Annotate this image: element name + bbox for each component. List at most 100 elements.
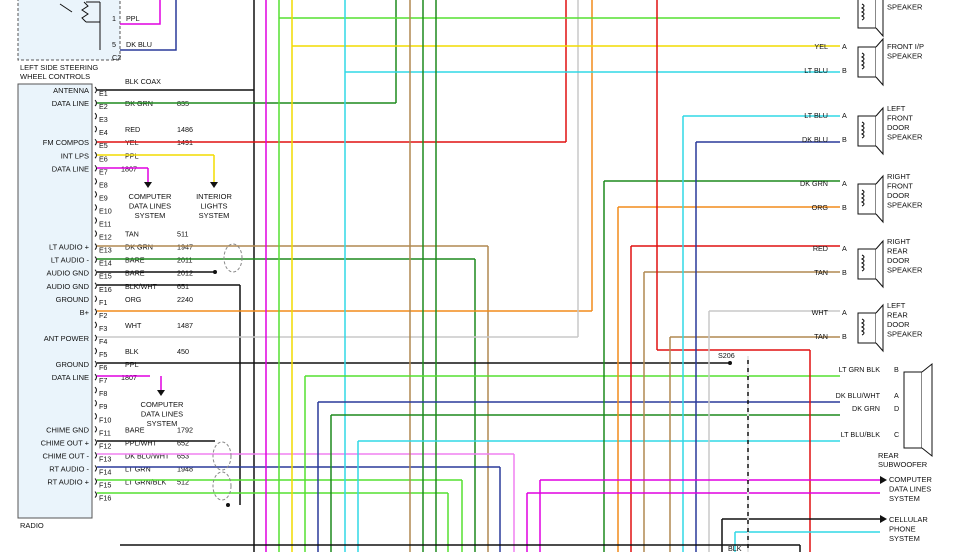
steering-dkblu-wire [120, 0, 177, 51]
pin-terminal-mark [94, 478, 97, 485]
speaker-name: SPEAKER [887, 3, 923, 12]
radio-pin-circuit: 1948 [177, 464, 193, 473]
cdl-upper-ref: COMPUTER [129, 192, 173, 201]
speaker-b-wire-color: DK BLU [802, 135, 828, 144]
radio-pin-id: E16 [99, 285, 112, 294]
radio-pin-id: F10 [99, 415, 111, 424]
radio-pin-id: E9 [99, 193, 108, 202]
radio-pin-label: AUDIO GND [46, 269, 89, 278]
cdl-lower-ref: COMPUTER [141, 400, 185, 409]
speaker-b-wire-color: ORG [812, 203, 829, 212]
twisted-pair-symbol [212, 471, 232, 501]
speaker-pin-b: B [842, 66, 847, 75]
interior-lights-ref: SYSTEM [199, 211, 230, 220]
interior-lights-ref: INTERIOR [196, 192, 232, 201]
speaker-coil [857, 115, 877, 147]
radio-pin-id: F13 [99, 454, 111, 463]
speaker-name: SPEAKER [887, 201, 923, 210]
radio-pin-wire-color: ORG [125, 295, 142, 304]
speaker-a-wire-color: YEL [814, 0, 828, 2]
cdl-right-ref: COMPUTER [889, 475, 933, 484]
radio-box [17, 83, 93, 519]
steering-switch-symbol [59, 1, 100, 23]
splice-dot [226, 503, 230, 507]
radio-pin-label: DATA LINE [52, 373, 89, 382]
radio-pin-id: E1 [99, 89, 108, 98]
radio-pin-wire-color: BLK [125, 347, 139, 356]
steering-controls-box [17, 0, 121, 61]
radio-pin-wire-color: BARE [125, 269, 145, 278]
subwoofer-pin: D [894, 404, 899, 413]
cellular-ref: CELLULAR [889, 515, 928, 524]
radio-pin-wire-color: PPL/WHT [125, 438, 158, 447]
radio-pin-id: E13 [99, 246, 112, 255]
pin-terminal-mark [94, 243, 97, 250]
speaker-name: SPEAKER [887, 330, 923, 339]
radio-pin-wire-color: PPL [125, 360, 139, 369]
twisted-pair-symbol [212, 441, 232, 471]
pin-terminal-mark [94, 191, 97, 198]
pin-terminal-mark [94, 425, 97, 433]
speaker: AYELSPEAKER [814, 0, 923, 38]
speaker-winding [860, 121, 865, 139]
radio-pin-label: DATA LINE [52, 164, 89, 173]
pin-terminal-mark [94, 282, 97, 290]
radio-pin-id: F11 [99, 428, 111, 437]
speaker-pin-a: A [842, 308, 847, 317]
speaker-name: REAR [887, 311, 908, 320]
subwoofer-wire-color: LT BLU/BLK [841, 430, 880, 439]
radio-pin-label: B+ [80, 308, 90, 317]
subwoofer-wire-color: DK BLU/WHT [836, 391, 881, 400]
radio-pin-label: DATA LINE [52, 99, 89, 108]
pin-terminal-mark [94, 399, 97, 407]
radio-pin-wire-color: BARE [125, 425, 145, 434]
radio-pin-label: LT AUDIO - [51, 256, 90, 265]
speaker-name: DOOR [887, 191, 910, 200]
radio-pin-circuit: 1947 [177, 243, 193, 252]
radio-pin-label: GROUND [56, 360, 90, 369]
speaker-winding [860, 3, 865, 21]
bottom-wire-label: BLK [728, 544, 742, 552]
radio-pin-circuit: 653 [177, 451, 189, 460]
arrow-down-icon [210, 182, 218, 188]
radio-pin-circuit: 651 [177, 282, 189, 291]
speaker-a-wire-color: RED [813, 244, 828, 253]
speaker-name: REAR [887, 247, 908, 256]
pin-terminal-mark [94, 334, 97, 342]
pin-terminal-mark [94, 295, 97, 303]
radio-pin-wire-color: RED [125, 125, 140, 134]
radio-pin-label: INT LPS [61, 151, 89, 160]
speaker-a-wire-color: YEL [814, 42, 828, 51]
pin-terminal-mark [94, 217, 97, 224]
radio-pin-wire-color: BLK COAX [125, 77, 161, 86]
speaker-cone [875, 0, 884, 38]
cdl-right-ref: SYSTEM [889, 494, 920, 503]
pin-terminal-mark [94, 112, 97, 120]
radio-pin-id: E8 [99, 180, 108, 189]
pin-terminal-mark [94, 230, 97, 237]
radio-name: RADIO [20, 521, 44, 530]
cdl-upper-ref: SYSTEM [135, 211, 166, 220]
pin-terminal-mark [94, 360, 97, 368]
pin-terminal-mark [94, 308, 97, 316]
radio-pin-id: F8 [99, 389, 107, 398]
pin-terminal-mark [94, 269, 97, 277]
radio-pin-id: E11 [99, 220, 111, 229]
speaker-name: RIGHT [887, 237, 911, 246]
subwoofer-cone [921, 362, 933, 458]
splice-label: S206 [718, 351, 735, 360]
pin-terminal-mark [94, 347, 97, 355]
radio-pin-id: F3 [99, 324, 107, 333]
speaker-coil [857, 248, 877, 280]
radio-pin-id: E6 [99, 154, 108, 163]
radio-pin-wire-color: LT GRN [125, 464, 151, 473]
speaker-name: LEFT [887, 301, 906, 310]
